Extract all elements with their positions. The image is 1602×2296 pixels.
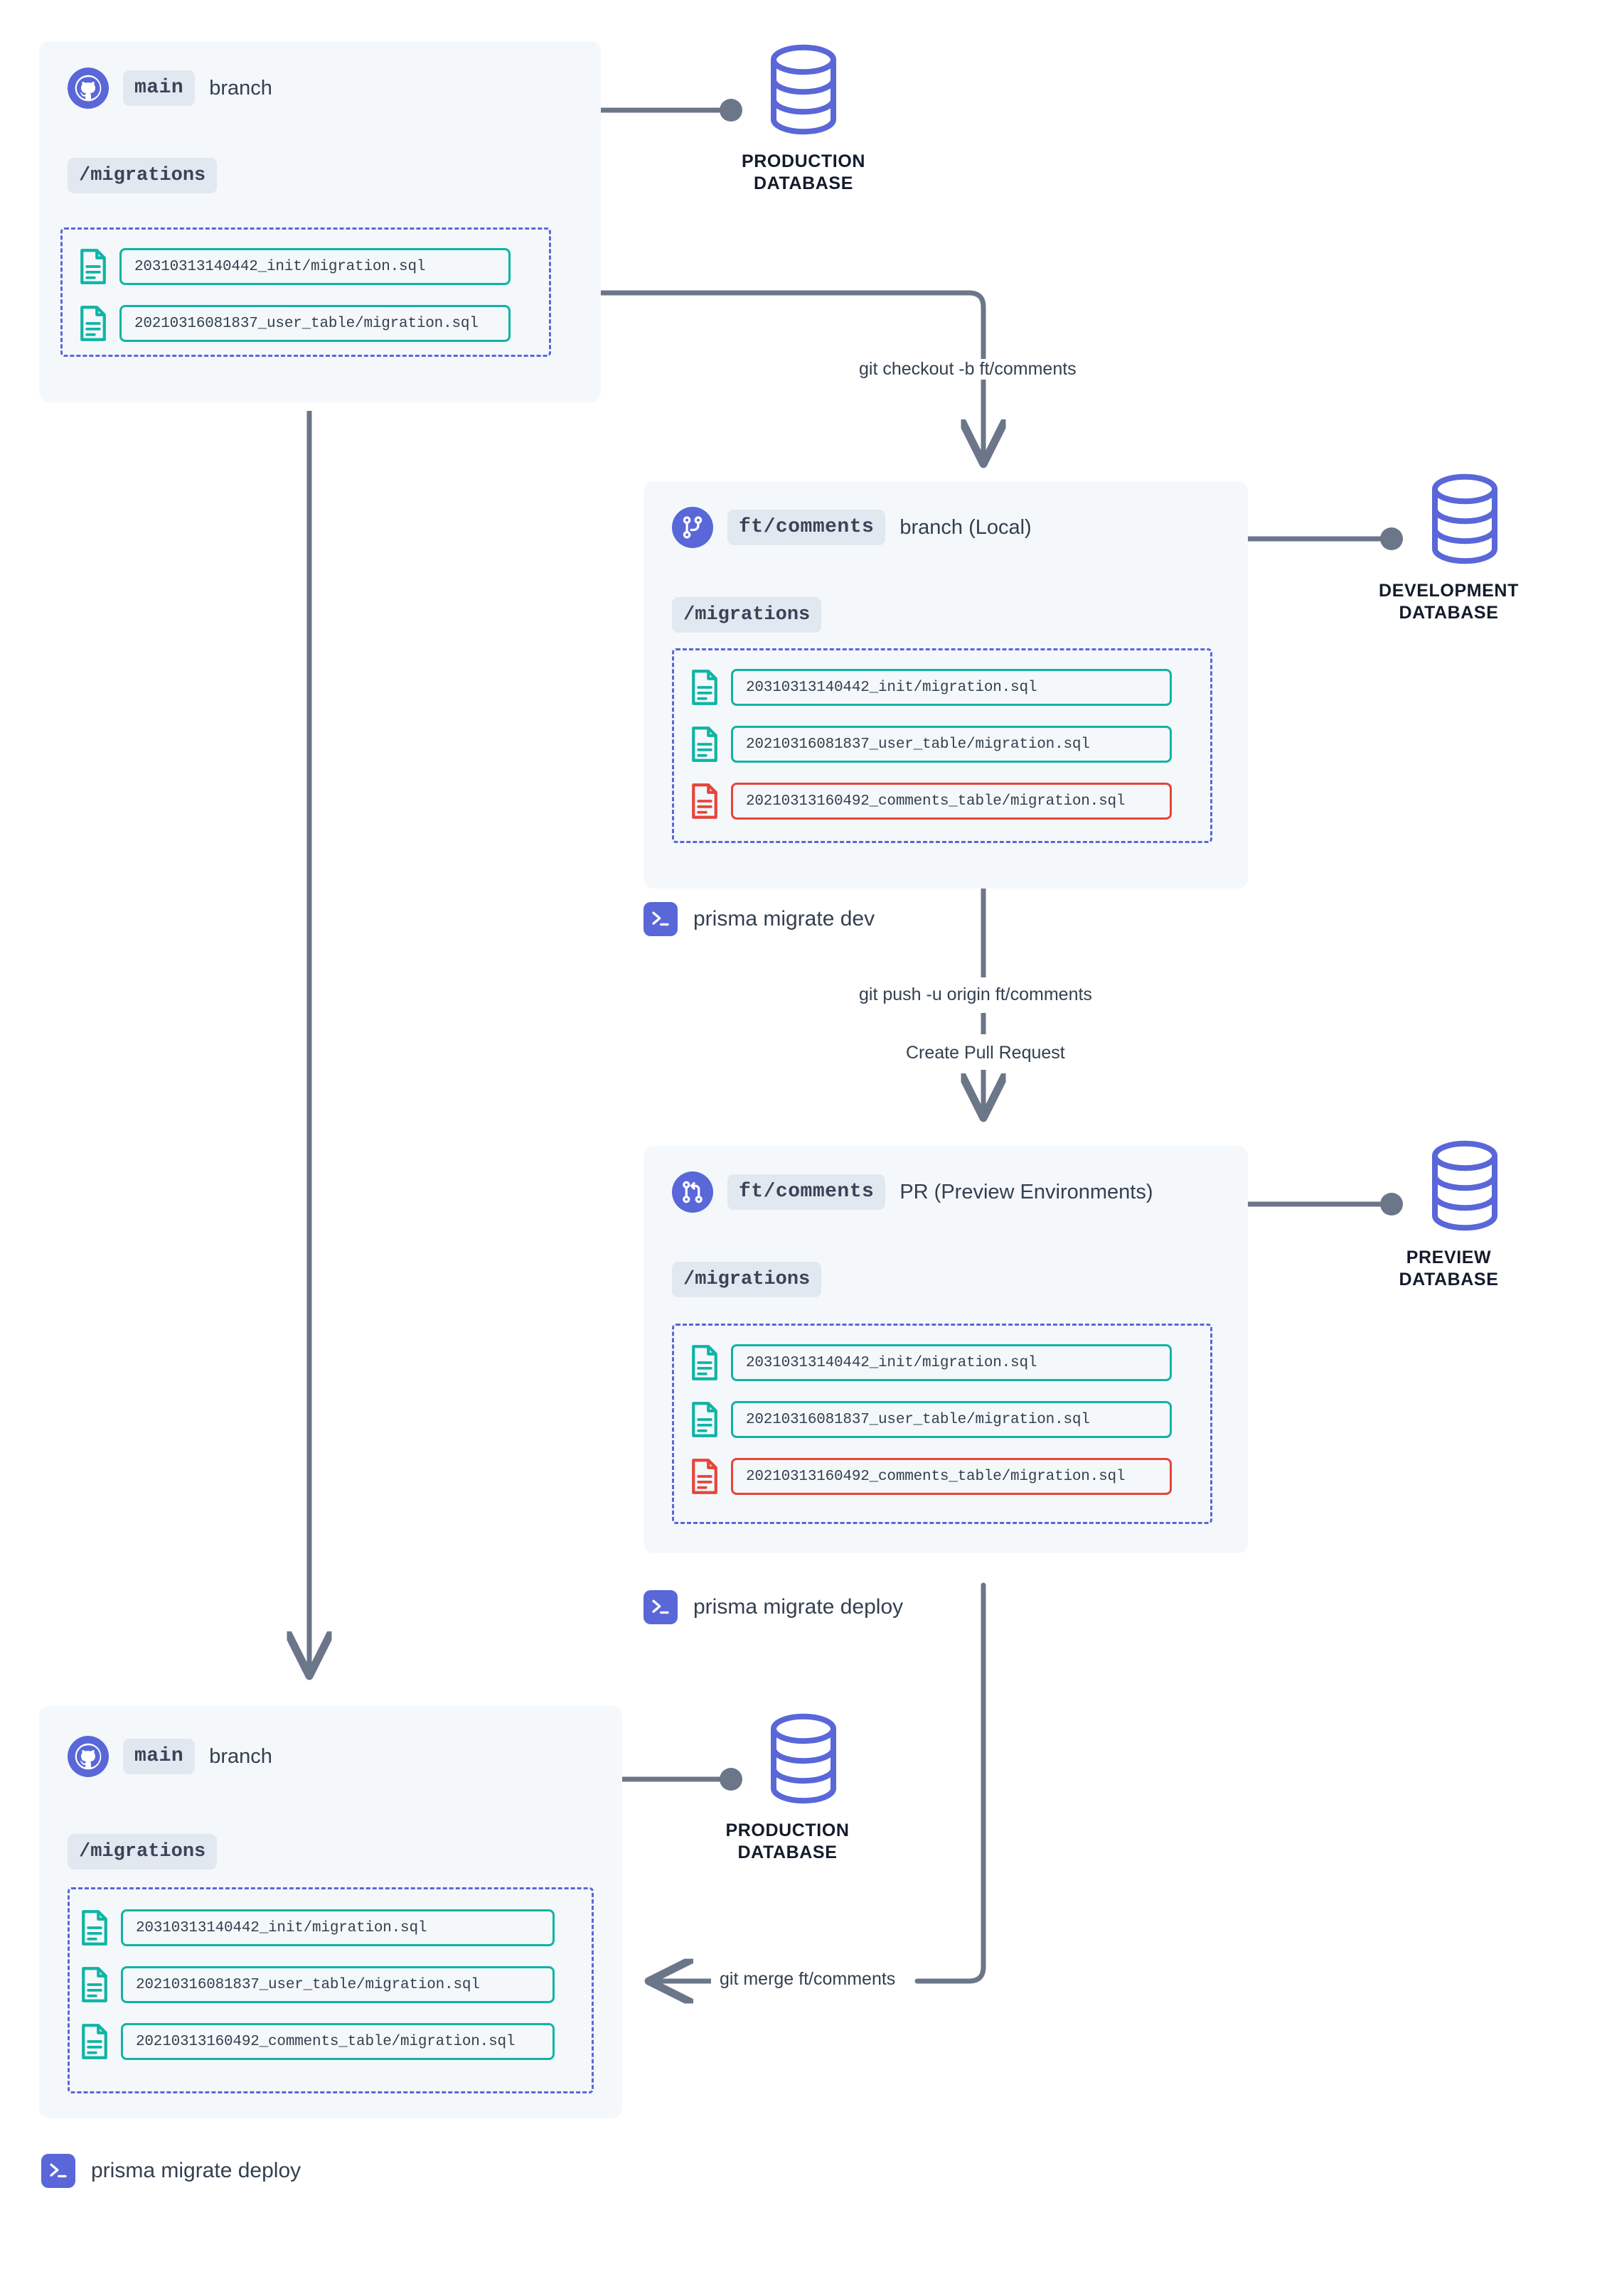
- file-row[interactable]: 20210313160492_comments_table/migration.…: [690, 782, 1172, 820]
- migrations-folder-chip-main-top: /migrations: [68, 158, 218, 193]
- github-icon: [68, 68, 109, 109]
- file-row[interactable]: 20310313140442_init/migration.sql: [78, 247, 511, 286]
- file-row[interactable]: 20210316081837_user_table/migration.sql: [78, 304, 511, 343]
- branch-name-badge: main: [123, 1738, 196, 1775]
- file-icon: [692, 1345, 717, 1380]
- command-prisma-migrate-deploy-main: prisma migrate deploy: [41, 2154, 301, 2188]
- migrations-dashed-box-ft-comments-local: [672, 648, 1212, 843]
- git-pull-request-icon: [672, 1171, 713, 1213]
- file-name-box-new: 20210313160492_comments_table/migration.…: [731, 1458, 1172, 1495]
- database-development: DEVELOPMENT DATABASE: [1379, 473, 1518, 625]
- file-icon: [692, 670, 717, 705]
- file-icon: [80, 306, 106, 341]
- migrations-folder-chip-main-bottom: /migrations: [68, 1834, 218, 1869]
- database-production-bottom: PRODUCTION DATABASE: [725, 1713, 853, 1865]
- panel-ft-comments-local: [644, 481, 1248, 889]
- file-icon-new: [692, 1459, 717, 1494]
- git-branch-icon: [672, 507, 713, 548]
- branch-suffix-label: PR (Preview Environments): [899, 1180, 1153, 1203]
- database-icon: [771, 44, 836, 135]
- database-label: PREVIEW DATABASE: [1399, 1248, 1499, 1290]
- database-production-top: PRODUCTION DATABASE: [742, 44, 865, 195]
- edge-label-create-pull-request: Create Pull Request: [897, 1043, 1074, 1063]
- command-label: prisma migrate deploy: [693, 1595, 904, 1619]
- file-row[interactable]: 20310313140442_init/migration.sql: [690, 668, 1172, 707]
- file-icon: [82, 1910, 107, 1946]
- migrations-dashed-box-ft-comments-pr: [672, 1324, 1212, 1524]
- file-row[interactable]: 20210316081837_user_table/migration.sql: [80, 1965, 555, 2004]
- branch-suffix-label: branch: [209, 76, 272, 100]
- panel-main-branch-bottom: [39, 1706, 622, 2118]
- file-icon: [692, 1402, 717, 1437]
- branch-header-ft-comments-pr: ft/comments PR (Preview Environments): [672, 1171, 1153, 1213]
- file-name-box: 20310313140442_init/migration.sql: [121, 1909, 555, 1946]
- command-label: prisma migrate deploy: [91, 2159, 301, 2182]
- file-row[interactable]: 20210313160492_comments_table/migration.…: [80, 2022, 555, 2061]
- terminal-icon: [41, 2154, 75, 2188]
- file-row[interactable]: 20310313140442_init/migration.sql: [690, 1343, 1172, 1382]
- file-icon: [692, 726, 717, 762]
- edge-label-git-push: git push -u origin ft/comments: [850, 985, 1101, 1005]
- branch-name-badge: main: [123, 70, 196, 107]
- file-name-box: 20310313140442_init/migration.sql: [731, 1344, 1172, 1381]
- database-icon: [771, 1713, 836, 1804]
- file-row[interactable]: 20210313160492_comments_table/migration.…: [690, 1457, 1172, 1496]
- file-row[interactable]: 20210316081837_user_table/migration.sql: [690, 725, 1172, 763]
- file-icon: [82, 2024, 107, 2059]
- migrations-dashed-box-main-bottom: [68, 1887, 594, 2093]
- file-name-box: 20210316081837_user_table/migration.sql: [119, 305, 511, 342]
- branch-header-ft-comments-local: ft/comments branch (Local): [672, 507, 1032, 548]
- database-label: PRODUCTION DATABASE: [725, 1820, 850, 1863]
- file-icon-new: [692, 783, 717, 819]
- branch-header-main-bottom: main branch: [68, 1736, 272, 1777]
- migrations-folder-chip-ft-comments-pr: /migrations: [672, 1262, 822, 1297]
- command-label: prisma migrate dev: [693, 907, 875, 930]
- github-icon: [68, 1736, 109, 1777]
- terminal-icon: [644, 1590, 678, 1624]
- panel-ft-comments-pr: [644, 1146, 1248, 1553]
- terminal-icon: [644, 902, 678, 936]
- database-preview: PREVIEW DATABASE: [1399, 1140, 1515, 1292]
- file-name-box: 20210313160492_comments_table/migration.…: [121, 2023, 555, 2060]
- branch-suffix-label: branch: [209, 1744, 272, 1768]
- branch-suffix-label: branch (Local): [899, 515, 1032, 539]
- database-label: PRODUCTION DATABASE: [741, 151, 866, 194]
- edge-label-git-checkout: git checkout -b ft/comments: [850, 359, 1085, 380]
- file-name-box-new: 20210313160492_comments_table/migration.…: [731, 783, 1172, 820]
- database-icon: [1432, 473, 1497, 564]
- branch-header-main-top: main branch: [68, 68, 272, 109]
- database-icon: [1432, 1140, 1497, 1231]
- command-prisma-migrate-dev: prisma migrate dev: [644, 902, 875, 936]
- migrations-folder-chip-ft-comments-local: /migrations: [672, 597, 822, 633]
- branch-name-badge: ft/comments: [727, 509, 886, 546]
- file-icon: [82, 1967, 107, 2002]
- migrations-dashed-box-main-top: [60, 227, 551, 357]
- file-name-box: 20210316081837_user_table/migration.sql: [121, 1966, 555, 2003]
- file-row[interactable]: 20310313140442_init/migration.sql: [80, 1909, 555, 1947]
- edge-label-git-merge: git merge ft/comments: [711, 1969, 904, 1990]
- branch-name-badge: ft/comments: [727, 1174, 886, 1211]
- command-prisma-migrate-deploy-pr: prisma migrate deploy: [644, 1590, 903, 1624]
- file-icon: [80, 249, 106, 284]
- file-name-box: 20210316081837_user_table/migration.sql: [731, 726, 1172, 763]
- file-name-box: 20310313140442_init/migration.sql: [119, 248, 511, 285]
- file-name-box: 20210316081837_user_table/migration.sql: [731, 1401, 1172, 1438]
- file-name-box: 20310313140442_init/migration.sql: [731, 669, 1172, 706]
- database-label: DEVELOPMENT DATABASE: [1379, 581, 1519, 623]
- file-row[interactable]: 20210316081837_user_table/migration.sql: [690, 1400, 1172, 1439]
